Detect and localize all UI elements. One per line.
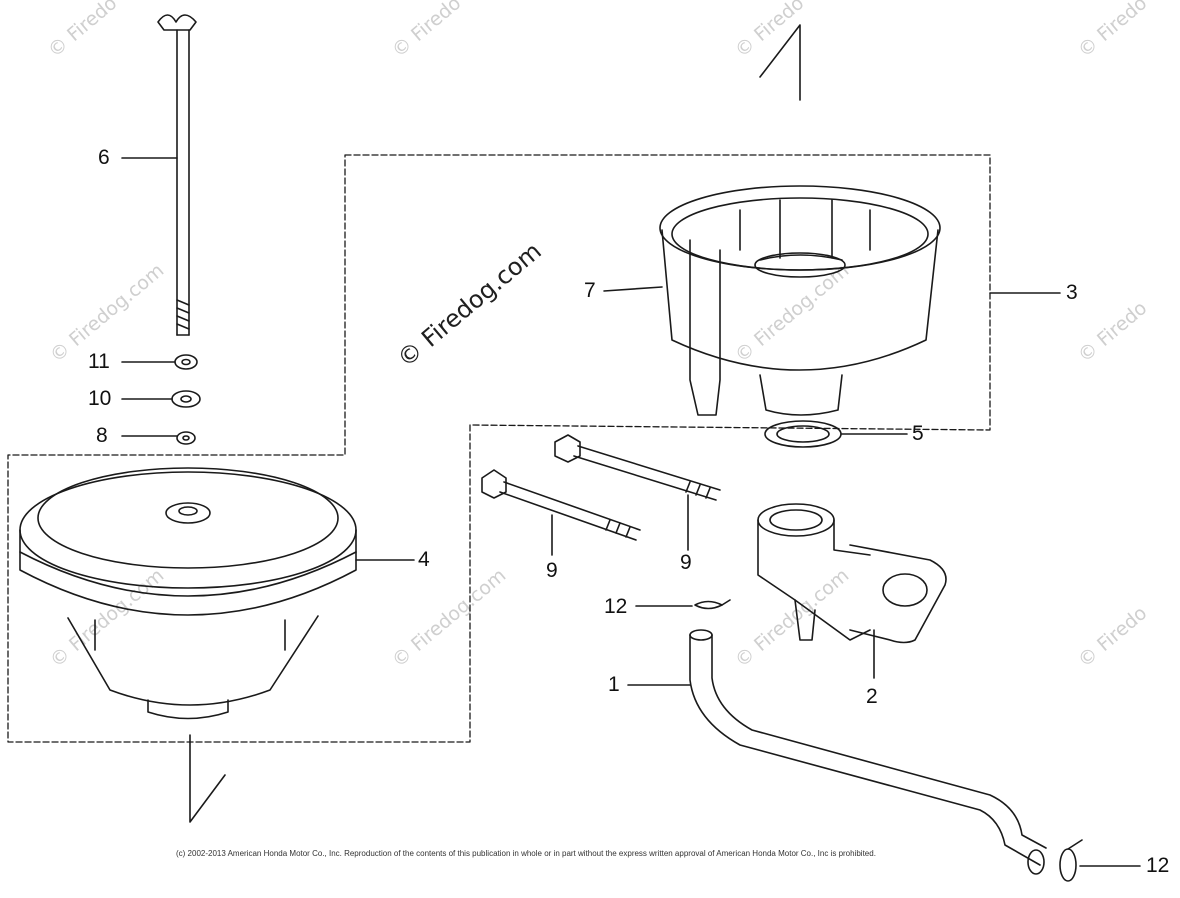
- direction-arrow-bottom: [189, 734, 226, 823]
- callout-5: 5: [912, 422, 924, 445]
- copyright-notice: (c) 2002-2013 American Honda Motor Co., …: [176, 849, 876, 858]
- callout-6: 6: [98, 146, 110, 169]
- callout-9-right: 9: [680, 551, 692, 574]
- stud-bolt-part-6: [157, 14, 197, 336]
- callout-12-lower: 12: [1146, 854, 1170, 877]
- direction-arrow-top: [759, 24, 801, 101]
- bolt-part-9-left: [481, 469, 641, 541]
- clip-part-12-upper: [694, 599, 731, 610]
- callout-11: 11: [88, 350, 110, 373]
- nut-part-8: [176, 431, 196, 445]
- elbow-joint-part-2: [757, 503, 947, 644]
- callout-2: 2: [866, 685, 878, 708]
- air-cleaner-cover-part-4: [19, 467, 357, 720]
- nut-part-11: [174, 354, 198, 370]
- gasket-part-5: [764, 420, 842, 448]
- callout-3: 3: [1066, 281, 1078, 304]
- leader-line-7: [603, 286, 663, 292]
- callout-10: 10: [88, 387, 112, 410]
- callout-1: 1: [608, 673, 620, 696]
- callout-4: 4: [418, 548, 430, 571]
- callout-12-upper: 12: [604, 595, 628, 618]
- washer-part-10: [171, 390, 201, 408]
- callout-7: 7: [584, 279, 596, 302]
- callout-9-left: 9: [546, 559, 558, 582]
- assembly-outline-upper: [7, 154, 991, 743]
- air-cleaner-case-part-3: [659, 185, 941, 416]
- callout-8: 8: [96, 424, 108, 447]
- clip-part-12-lower: [1059, 839, 1083, 882]
- breather-tube-part-1: [689, 629, 1047, 875]
- bolt-part-9-right: [554, 434, 721, 501]
